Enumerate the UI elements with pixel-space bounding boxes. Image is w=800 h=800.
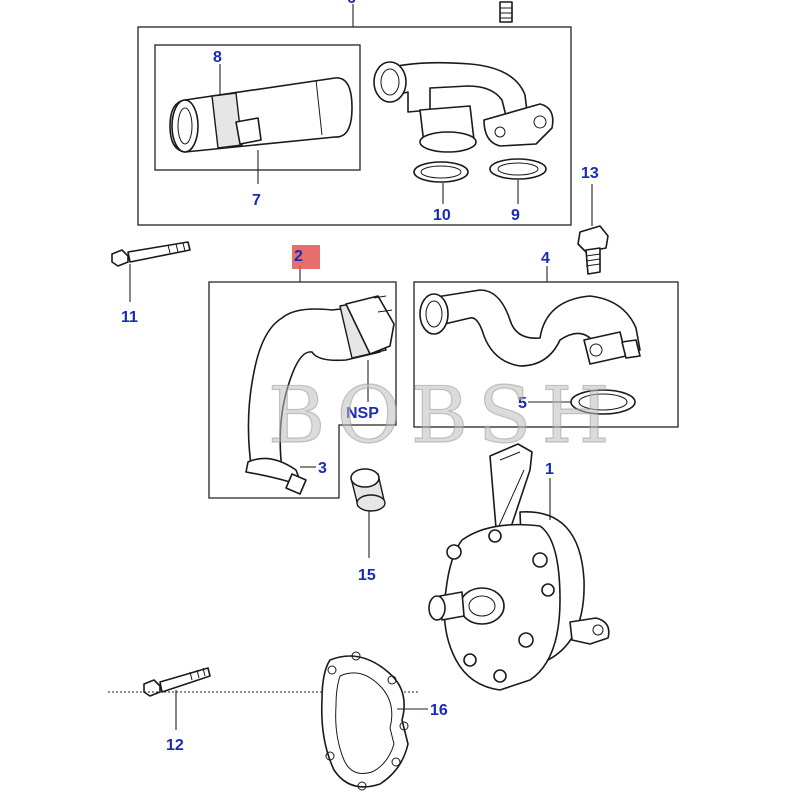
watermark-logo: BOBSH bbox=[268, 371, 620, 461]
callout-3: 3 bbox=[318, 460, 327, 477]
callout-10: 10 bbox=[433, 207, 451, 224]
grommet-part-15 bbox=[350, 468, 386, 512]
callout-2-highlight bbox=[292, 245, 320, 269]
callout-1: 1 bbox=[545, 461, 554, 478]
callout-9: 9 bbox=[511, 207, 520, 224]
upper-pipe-assembly bbox=[373, 61, 554, 153]
callout-2: 2 bbox=[294, 248, 303, 265]
callout-12: 12 bbox=[166, 737, 184, 754]
bolt-part-13 bbox=[577, 225, 609, 275]
gasket-part-16 bbox=[320, 651, 409, 791]
bolt-top bbox=[499, 1, 513, 23]
pipe-part-4 bbox=[419, 289, 641, 367]
nsp-label: NSP bbox=[346, 405, 379, 422]
straight-hose-part-8 bbox=[169, 77, 353, 153]
callout-5: 5 bbox=[518, 395, 527, 412]
callout-15: 15 bbox=[358, 567, 376, 584]
callout-16: 16 bbox=[430, 702, 448, 719]
callout-6: 6 bbox=[347, 0, 356, 7]
callout-11: 11 bbox=[121, 309, 138, 326]
callout-7: 7 bbox=[252, 192, 261, 209]
o-ring-part-10 bbox=[413, 161, 469, 183]
o-ring-part-9 bbox=[489, 158, 547, 180]
callout-8: 8 bbox=[213, 49, 222, 66]
water-pump-part-1 bbox=[428, 443, 610, 691]
callout-13: 13 bbox=[581, 165, 599, 182]
bolt-part-11 bbox=[111, 241, 191, 267]
curved-hose-part-2 bbox=[245, 295, 395, 495]
callout-4: 4 bbox=[541, 250, 550, 267]
kit-4-box bbox=[413, 266, 679, 428]
